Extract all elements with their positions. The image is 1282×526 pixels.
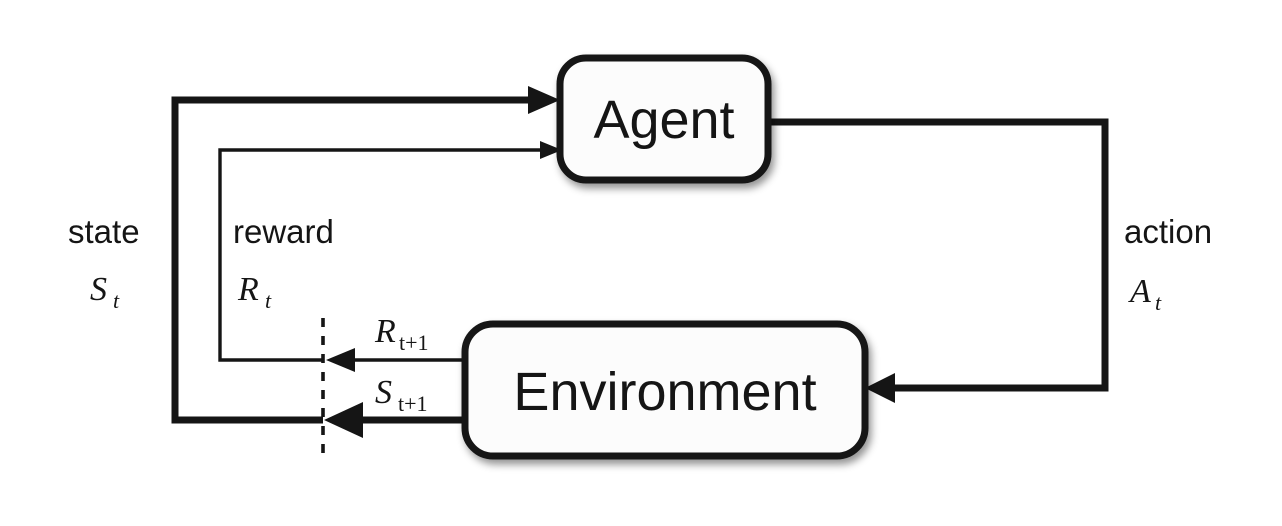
reward-next-arrowhead (326, 348, 355, 372)
reward-next-symbol-subscript: t+1 (399, 330, 429, 355)
action-symbol-label: A (1128, 273, 1151, 310)
edge-reward (218, 141, 562, 362)
action-arrow-line (762, 118, 1109, 392)
state-symbol-label: S (90, 271, 107, 308)
state-next-arrowhead (324, 402, 363, 438)
state-word-label: state (68, 213, 140, 250)
reward-symbol-subscript: t (265, 288, 272, 313)
reward-word-label: reward (233, 213, 334, 250)
edge-state (171, 86, 560, 424)
agent-label: Agent (593, 90, 734, 150)
action-word-label: action (1124, 213, 1212, 250)
state-symbol-subscript: t (113, 288, 120, 313)
reward-arrowhead (540, 141, 562, 159)
edge-reward-next (326, 348, 465, 372)
state-next-symbol-label: S (375, 374, 392, 411)
edge-action (762, 118, 1109, 403)
environment-label: Environment (513, 362, 816, 422)
node-agent[interactable]: Agent (556, 54, 772, 184)
reward-symbol-label: R (237, 271, 259, 308)
label-reward-next: R t+1 (374, 313, 429, 355)
edge-state-next (324, 402, 465, 438)
label-reward: reward R t (233, 213, 334, 313)
reward-arrow-line (218, 148, 540, 362)
label-state: state S t (68, 213, 140, 313)
state-next-symbol-subscript: t+1 (398, 391, 428, 416)
node-environment[interactable]: Environment (461, 320, 869, 460)
label-state-next: S t+1 (375, 374, 428, 416)
agent-box[interactable] (556, 54, 772, 184)
reward-next-symbol-label: R (374, 313, 396, 350)
label-action: action A t (1124, 213, 1212, 315)
state-arrow-line (171, 96, 528, 424)
environment-box[interactable] (461, 320, 869, 460)
action-symbol-subscript: t (1155, 290, 1162, 315)
state-arrowhead (528, 86, 560, 114)
action-arrowhead (865, 373, 895, 403)
